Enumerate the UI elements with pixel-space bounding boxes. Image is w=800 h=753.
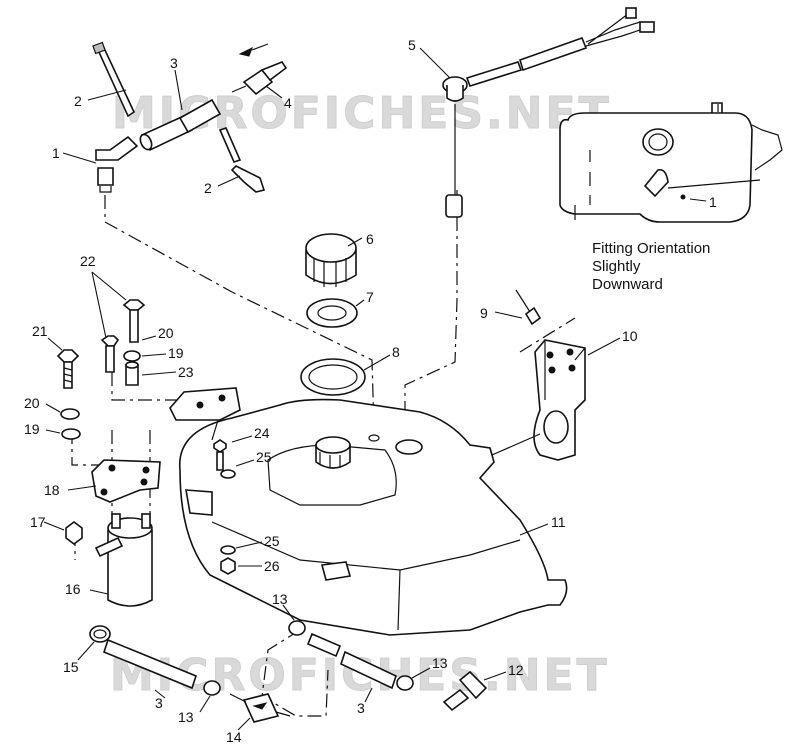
part-4-check-valve: 4 (231, 43, 292, 111)
callout-9: 9 (480, 305, 488, 321)
callout-13-right: 13 (432, 655, 448, 671)
part-9-vent: 9 (480, 289, 542, 326)
part-2-clamps: 2 2 (74, 41, 266, 196)
inset-note-line-3: Downward (592, 276, 663, 293)
part-5-sender: 5 (408, 7, 655, 218)
watermark-top: MICROFICHES.NET (112, 88, 612, 139)
callout-5: 5 (408, 37, 416, 53)
inset-note-line-1: Fitting Orientation (592, 240, 711, 257)
callout-3-left: 3 (155, 695, 163, 711)
callout-2-top: 2 (74, 93, 82, 109)
part-14-inline-filter: 14 (226, 693, 291, 745)
callout-1: 1 (52, 145, 60, 161)
callout-4: 4 (284, 95, 292, 111)
callout-20-mid: 20 (158, 325, 174, 341)
callout-14: 14 (226, 729, 242, 745)
callout-26: 26 (264, 558, 280, 574)
part-3-hose-top: 3 (139, 55, 222, 152)
part-22-23-fasteners-mid: 22 20 19 23 (80, 253, 194, 386)
part-18-plate: 18 (44, 459, 161, 503)
part-24-25-26-fasteners-right: 24 25 25 26 (213, 425, 280, 575)
callout-18: 18 (44, 482, 60, 498)
callout-16: 16 (65, 581, 81, 597)
callout-23: 23 (178, 364, 194, 380)
part-1-elbow-fitting: 1 (52, 135, 139, 193)
callout-22: 22 (80, 253, 96, 269)
callout-17: 17 (30, 514, 46, 530)
part-11-fuel-tank: 11 (179, 398, 568, 636)
part-15-clamp: 15 (63, 625, 111, 675)
callout-19-mid: 19 (168, 345, 184, 361)
part-19-20-21-fasteners-left: 21 20 19 (24, 323, 81, 440)
callout-8: 8 (392, 344, 400, 360)
callout-15: 15 (63, 659, 79, 675)
part-12-elbow: 12 (442, 662, 524, 712)
callout-12: 12 (508, 662, 524, 678)
inset-note: Fitting Orientation Slightly Downward (592, 240, 710, 294)
callout-19-left: 19 (24, 421, 40, 437)
inset-callout-1: 1 (709, 194, 717, 210)
upper-mount-plate (169, 387, 241, 441)
callout-20-left: 20 (24, 395, 40, 411)
part-7-gasket: 7 (306, 289, 374, 328)
callout-7: 7 (366, 289, 374, 305)
callout-2-bottom: 2 (204, 180, 212, 196)
part-3-hoses-lower: 3 3 (103, 632, 397, 716)
part-17-nut: 17 (30, 514, 83, 545)
callout-11: 11 (551, 514, 566, 530)
part-10-bracket: 10 (491, 328, 638, 461)
callout-3-top: 3 (170, 55, 178, 71)
callout-25-bottom: 25 (264, 533, 280, 549)
callout-24: 24 (254, 425, 270, 441)
part-6-fuel-cap: 6 (305, 231, 374, 287)
callout-10: 10 (622, 328, 638, 344)
inset-note-line-2: Slightly (592, 258, 641, 275)
callout-6: 6 (366, 231, 374, 247)
part-16-canister: 16 (65, 513, 153, 607)
callout-13-left: 13 (178, 709, 194, 725)
callout-13-top: 13 (272, 591, 288, 607)
callout-21: 21 (32, 323, 48, 339)
inset-tank-view: 1 (559, 102, 783, 223)
part-8-seal: 8 (300, 344, 400, 396)
callout-3-right: 3 (357, 700, 365, 716)
callout-25-top: 25 (256, 449, 272, 465)
part-13-clamps: 13 13 13 (178, 591, 448, 725)
